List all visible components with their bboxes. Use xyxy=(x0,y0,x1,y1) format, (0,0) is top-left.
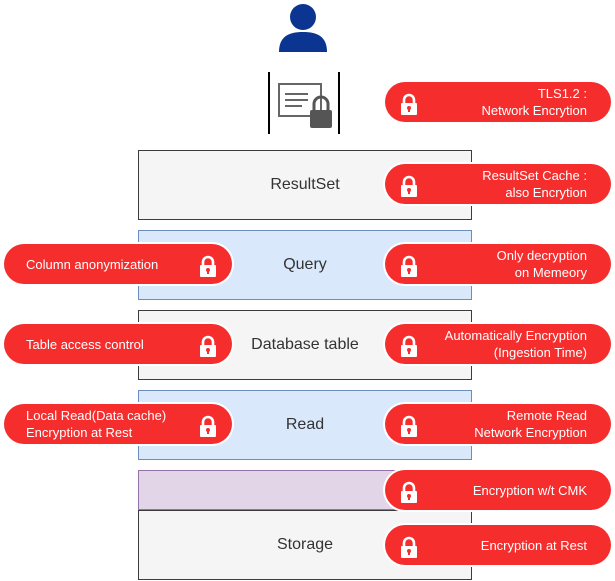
column-anon-text: Column anonymization xyxy=(26,256,159,272)
only-decryption-pill: Only decryption on Memeory xyxy=(385,244,611,284)
database-table-label: Database table xyxy=(251,336,359,353)
remote-read-text: Remote Read Network Encryption xyxy=(474,408,587,440)
local-read-text: Local Read(Data cache) Encryption at Res… xyxy=(26,408,167,440)
lock-icon xyxy=(200,335,216,357)
lock-icon xyxy=(401,93,417,115)
lock-icon xyxy=(200,255,216,277)
encryption-cmk-pill: Encryption w/t CMK xyxy=(385,470,611,510)
lock-icon xyxy=(401,335,417,357)
table-access-pill: Table access control xyxy=(4,324,232,364)
resultset-cache-pill: ResultSet Cache : also Encrytion xyxy=(385,164,611,204)
lock-icon xyxy=(401,415,417,437)
read-label: Read xyxy=(285,416,325,433)
lock-icon xyxy=(200,415,216,437)
lock-icon xyxy=(401,255,417,277)
auto-encryption-pill: Automatically Encryption (Ingestion Time… xyxy=(385,324,611,364)
certificate-lock-icon xyxy=(268,72,340,134)
tls-pill: TLS1.2 : Network Encrytion xyxy=(385,82,611,122)
resultset-label: ResultSet xyxy=(270,176,340,193)
encryption-rest-text: Encryption at Rest xyxy=(480,537,587,553)
only-decryption-text: Only decryption on Memeory xyxy=(496,248,587,280)
remote-read-pill: Remote Read Network Encryption xyxy=(385,404,611,444)
lock-icon xyxy=(401,481,417,503)
lock-icon xyxy=(401,175,417,197)
table-access-text: Table access control xyxy=(26,336,144,352)
encryption-rest-pill: Encryption at Rest xyxy=(385,525,611,565)
column-anon-pill: Column anonymization xyxy=(4,244,232,284)
user-icon xyxy=(279,4,327,52)
resultset-cache-text: ResultSet Cache : also Encrytion xyxy=(482,168,587,200)
query-label: Query xyxy=(283,256,327,273)
lock-icon xyxy=(401,536,417,558)
encryption-cmk-text: Encryption w/t CMK xyxy=(472,482,587,498)
tls-text: TLS1.2 : Network Encrytion xyxy=(481,86,587,118)
storage-label: Storage xyxy=(276,536,334,553)
local-read-pill: Local Read(Data cache) Encryption at Res… xyxy=(4,404,232,444)
auto-encryption-text: Automatically Encryption (Ingestion Time… xyxy=(444,328,587,360)
